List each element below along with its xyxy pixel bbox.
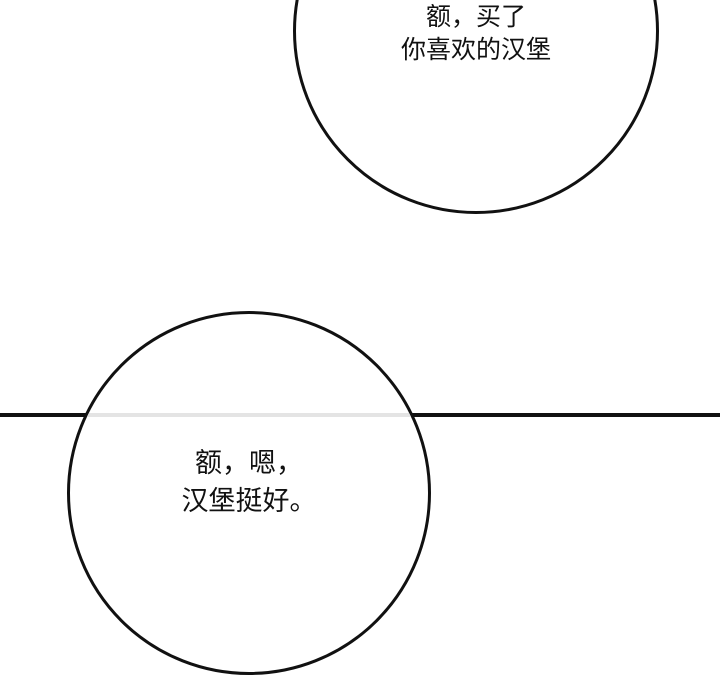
bubble-line: 额，嗯，: [195, 448, 303, 479]
bubble-text: 额，买了 你喜欢的汉堡: [296, 1, 656, 66]
bubble-line: 额，买了: [425, 2, 526, 31]
bubble-line: 汉堡挺好。: [181, 485, 317, 517]
bubble-line: 你喜欢的汉堡: [400, 34, 551, 64]
faint-divider-line: [70, 413, 428, 417]
bubble-text: 额，嗯， 汉堡挺好。: [70, 445, 428, 521]
speech-bubble-top: 额，买了 你喜欢的汉堡: [293, 0, 659, 214]
speech-bubble-bottom: 额，嗯， 汉堡挺好。: [67, 311, 431, 675]
